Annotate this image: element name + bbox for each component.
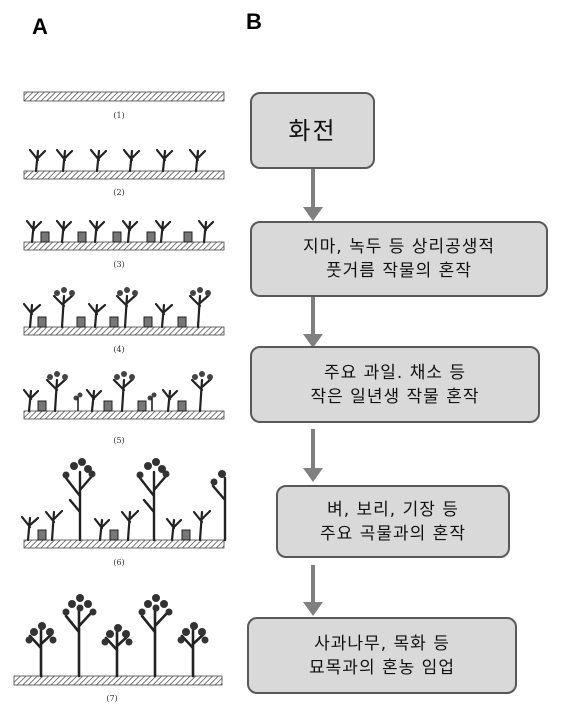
stage-5-ground xyxy=(23,410,225,420)
stage-3-ground xyxy=(23,241,225,251)
stage-label-4: (4) xyxy=(113,345,124,354)
flow-box-4-line-2: 주요 곡물과의 혼작 xyxy=(320,523,466,544)
stage-label-3: (3) xyxy=(113,260,124,269)
stage-6-ground xyxy=(23,539,225,549)
stage-7-ground xyxy=(13,675,223,686)
stage-3-crops xyxy=(25,219,215,244)
stage-5-small-plants xyxy=(37,400,187,412)
stage-6-grain-heads xyxy=(62,458,226,486)
flow-arrow-1 xyxy=(303,169,323,221)
flow-box-2-line-1: 지마, 녹두 등 상리공생적 xyxy=(302,237,495,257)
stage-label-5: (5) xyxy=(113,436,124,445)
stage-4-small-plants xyxy=(37,316,187,328)
stage-4-ground xyxy=(23,326,225,336)
flow-box-agroforestry: 사과나무, 목화 등 묘목과의 혼농 임업 xyxy=(247,617,517,694)
flow-arrow-2 xyxy=(303,297,323,348)
flow-box-1-line-1: 화전 xyxy=(288,116,337,145)
stage-2-seedlings xyxy=(28,148,207,173)
stage-6-tall-grains xyxy=(64,470,227,542)
stage-label-2: (2) xyxy=(113,188,124,197)
stage-6-mid-crops xyxy=(20,509,212,542)
flow-box-grains: 벼, 보리, 기장 등 주요 곡물과의 혼작 xyxy=(276,485,510,558)
panel-label-a: A xyxy=(32,14,48,39)
stage-3-small-plants xyxy=(40,231,193,243)
flow-box-4-line-1: 벼, 보리, 기장 등 xyxy=(327,499,459,520)
flow-box-slash-and-burn: 화전 xyxy=(250,92,375,169)
stage-4-crops xyxy=(22,293,211,329)
stage-4-foliage xyxy=(54,287,211,296)
flow-box-5-line-1: 사과나무, 목화 등 xyxy=(314,633,450,654)
flow-arrow-4 xyxy=(303,565,323,616)
flow-arrow-3 xyxy=(303,429,323,482)
stage-6-small-plants xyxy=(37,529,191,541)
stage-label-7: (7) xyxy=(106,694,117,703)
stage-5-foliage xyxy=(47,371,213,401)
stage-2-ground xyxy=(23,170,225,180)
flow-box-2-line-2: 풋거름 작물의 혼작 xyxy=(326,261,472,281)
stage-7-canopies xyxy=(25,594,209,646)
crop-stages-illustration: (1) (2) (3) xyxy=(13,91,227,703)
stage-5-crops xyxy=(22,377,213,413)
flow-box-3-line-1: 주요 과일. 채소 등 xyxy=(323,362,467,383)
stage-label-6: (6) xyxy=(113,558,124,567)
flow-box-annual-crops: 주요 과일. 채소 등 작은 일년생 작물 혼작 xyxy=(250,346,540,423)
stage-label-1: (1) xyxy=(113,111,124,120)
stage-1-ground xyxy=(23,91,225,102)
panel-label-b: B xyxy=(246,9,262,34)
flow-box-5-line-2: 묘목과의 혼농 임업 xyxy=(309,657,455,678)
flow-box-green-manure: 지마, 녹두 등 상리공생적 풋거름 작물의 혼작 xyxy=(250,221,548,297)
flow-box-3-line-2: 작은 일년생 작물 혼작 xyxy=(310,386,480,407)
